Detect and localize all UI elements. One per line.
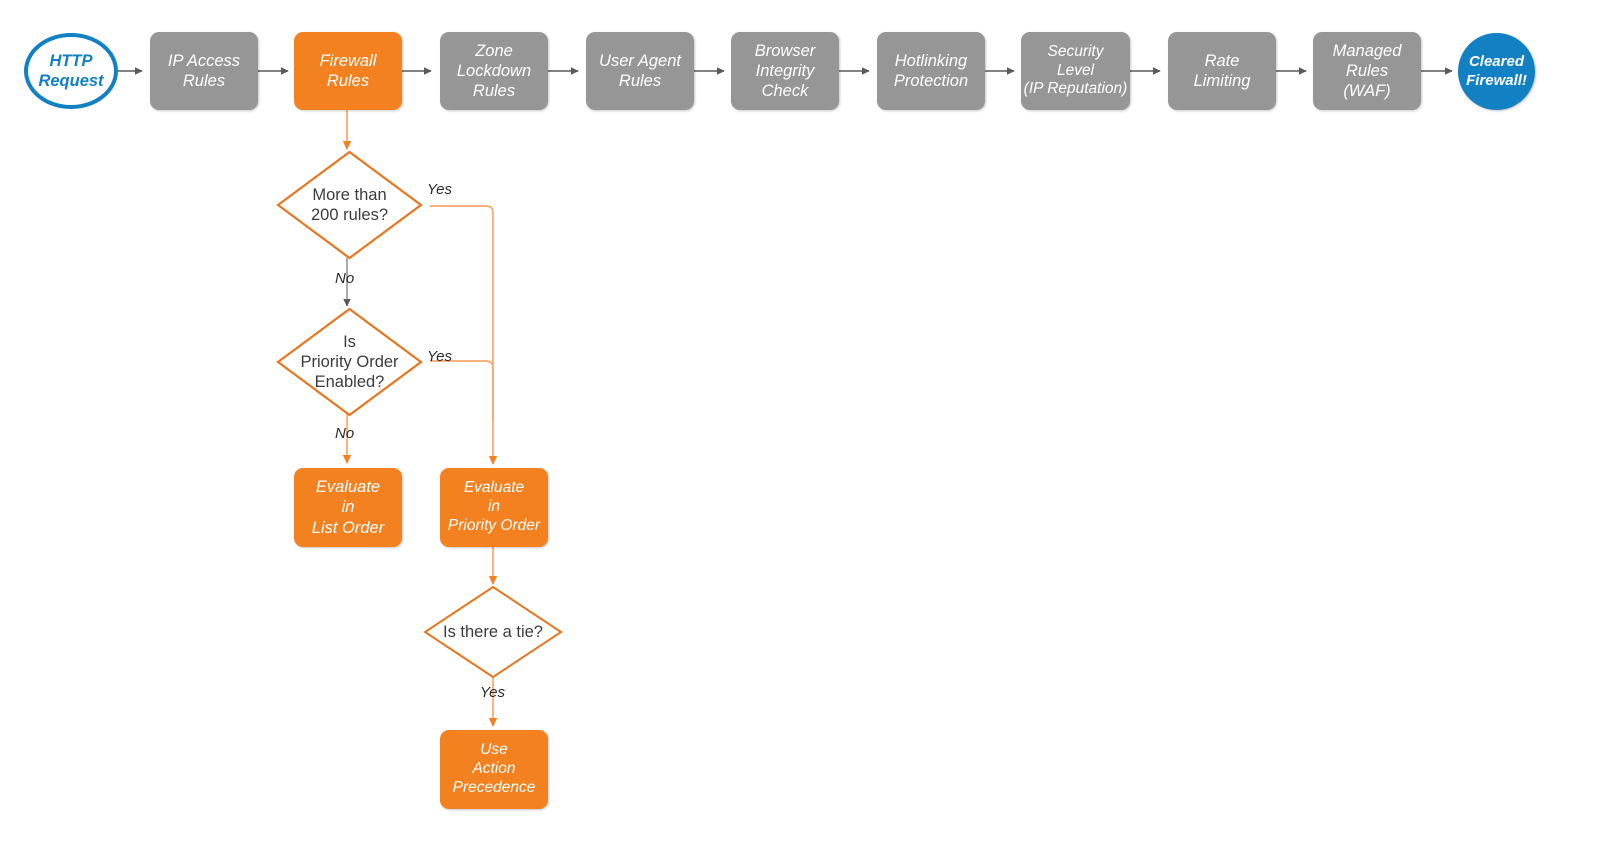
diamond-shape: [276, 150, 423, 260]
node-label: Firewall Rules: [319, 51, 377, 90]
edge-label-priority-no: No: [335, 425, 355, 442]
node-user-agent-rules[interactable]: User Agent Rules: [586, 32, 694, 110]
edge-label-more-rules-yes: Yes: [427, 181, 453, 198]
node-label: Cleared Firewall!: [1466, 53, 1527, 89]
node-more-than-200-rules[interactable]: More than 200 rules?: [276, 150, 423, 260]
edge-priority-yes: [430, 360, 494, 420]
node-http-request[interactable]: HTTP Request: [24, 33, 118, 109]
edge-label-priority-yes: Yes: [427, 348, 453, 365]
node-is-priority-order-enabled[interactable]: Is Priority Order Enabled?: [276, 307, 423, 417]
node-label: IP Access Rules: [167, 51, 241, 90]
diamond-shape: [276, 307, 423, 417]
node-label: Is there a tie?: [443, 622, 543, 641]
node-label: Hotlinking Protection: [893, 51, 969, 90]
diamond-shape: [423, 585, 563, 679]
node-label: Security Level (IP Reputation): [1023, 42, 1128, 98]
node-managed-rules-waf[interactable]: Managed Rules (WAF): [1313, 32, 1421, 110]
node-is-there-a-tie[interactable]: Is there a tie?: [423, 585, 563, 679]
node-evaluate-in-priority-order[interactable]: Evaluate in Priority Order: [440, 468, 548, 547]
node-zone-lockdown-rules[interactable]: Zone Lockdown Rules: [440, 32, 548, 110]
node-ip-access-rules[interactable]: IP Access Rules: [150, 32, 258, 110]
node-label: Evaluate in Priority Order: [447, 479, 541, 534]
node-label: HTTP Request: [38, 51, 104, 90]
node-label: Is Priority Order Enabled?: [300, 332, 399, 392]
node-browser-integrity-check[interactable]: Browser Integrity Check: [731, 32, 839, 110]
edge-label-more-rules-no: No: [335, 270, 355, 287]
edge-label-tie-yes: Yes: [480, 684, 506, 701]
node-rate-limiting[interactable]: Rate Limiting: [1168, 32, 1276, 110]
node-label: Zone Lockdown Rules: [456, 41, 532, 101]
node-cleared-firewall[interactable]: Cleared Firewall!: [1458, 33, 1535, 110]
node-hotlinking-protection[interactable]: Hotlinking Protection: [877, 32, 985, 110]
node-evaluate-in-list-order[interactable]: Evaluate in List Order: [294, 468, 402, 547]
node-use-action-precedence[interactable]: Use Action Precedence: [440, 730, 548, 809]
node-label: User Agent Rules: [599, 51, 681, 90]
node-label: Use Action Precedence: [452, 741, 536, 796]
node-security-level[interactable]: Security Level (IP Reputation): [1021, 32, 1130, 110]
node-label: Managed Rules (WAF): [1332, 41, 1402, 101]
node-firewall-rules[interactable]: Firewall Rules: [294, 32, 402, 110]
node-label: Browser Integrity Check: [754, 41, 816, 101]
node-label: Evaluate in List Order: [311, 478, 385, 537]
edge-more-rules-yes: [430, 205, 498, 465]
node-label: More than 200 rules?: [310, 185, 389, 224]
node-label: Rate Limiting: [1193, 51, 1251, 90]
